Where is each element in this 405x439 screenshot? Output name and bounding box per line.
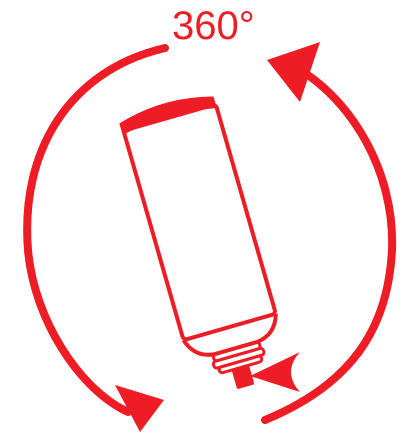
top-arrowhead-icon	[267, 42, 320, 102]
can-body	[123, 104, 275, 340]
rotation-degree-label: 360°	[172, 4, 255, 48]
nozzle-pointer-icon	[250, 352, 300, 392]
left-rotation-arc	[27, 48, 165, 412]
spray-can-icon	[117, 90, 293, 401]
